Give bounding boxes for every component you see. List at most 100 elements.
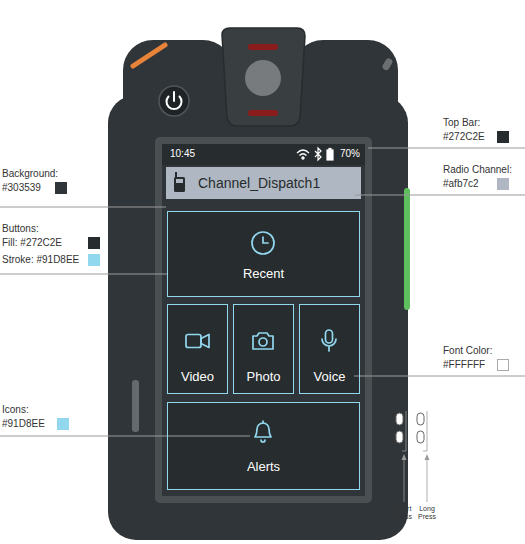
camera-lens: [245, 60, 281, 96]
clock-icon: [252, 232, 274, 254]
button-label: Recent: [168, 267, 359, 282]
status-icon: [297, 148, 333, 160]
menu-button: Photo: [233, 304, 294, 394]
menu-button: Alerts: [167, 402, 360, 490]
video-icon: [186, 335, 201, 348]
bracket: [402, 411, 427, 451]
press-label: Long Press: [416, 505, 438, 522]
callout-label: Fill: #272C2E: [2, 237, 62, 249]
press-key: [417, 413, 424, 425]
clock-time: 10:45: [170, 148, 195, 160]
button-icon: [186, 232, 336, 442]
press-arrow: [425, 454, 430, 460]
press-indicator: [396, 411, 430, 502]
color-swatch: [498, 360, 509, 371]
callout-label: #303539: [2, 182, 41, 194]
button-label: Alerts: [168, 460, 359, 475]
camera-icon: [259, 338, 267, 346]
color-swatch: [497, 131, 509, 143]
callout-label: Background:: [2, 168, 58, 180]
callout-label: Stroke: #91D8EE: [2, 254, 79, 266]
color-swatch: [497, 178, 509, 190]
top-bar: 10:45 70%: [162, 144, 365, 165]
color-swatch: [57, 418, 69, 430]
color-swatch: [55, 131, 509, 430]
press-label: Short Press: [391, 505, 415, 522]
menu-button-fill: [299, 304, 360, 394]
menu-button-fill: [233, 304, 294, 394]
battery-level: 70%: [340, 148, 360, 160]
leader-line: [0, 436, 250, 437]
callout-label: #afb7c2: [443, 178, 479, 190]
press-arrow: [402, 454, 407, 460]
callout-label: Top Bar:: [443, 117, 480, 129]
radio-icon: [176, 179, 183, 183]
menu-button: Recent: [167, 211, 360, 297]
callout-label: Font Color:: [443, 345, 492, 357]
channel-name: Channel_Dispatch1: [198, 175, 320, 191]
menu-button-fill: [167, 211, 360, 297]
power-button: [159, 86, 189, 116]
screen-background: [162, 144, 365, 496]
menu-button: Video: [167, 304, 228, 394]
wifi-icon: [302, 157, 304, 159]
press-key: [396, 413, 403, 425]
wifi-icon: [297, 150, 309, 153]
callout-label: Radio Channel:: [443, 164, 512, 176]
bell-icon: [261, 421, 265, 442]
menu-button-fill: [167, 402, 360, 490]
menu-button-fill: [167, 304, 228, 394]
press-key: [396, 431, 403, 443]
color-swatch: [55, 182, 67, 194]
leader-line: [355, 195, 525, 196]
antenna-knob: [381, 57, 393, 71]
bell-icon: [255, 423, 271, 437]
menu-button: Voice: [299, 304, 360, 394]
screen-frame: [155, 137, 372, 503]
callout-label: #91D8EE: [2, 418, 45, 430]
wifi-icon: [300, 154, 307, 156]
button-label: Voice: [300, 370, 359, 385]
radio-channel-bar-fill: [166, 167, 361, 199]
battery-icon: [327, 150, 333, 160]
color-swatch: [88, 254, 100, 266]
video-icon: [201, 335, 209, 348]
callout-label: #FFFFFF: [443, 359, 485, 371]
leader-line: [368, 148, 525, 149]
bluetooth-icon: [315, 148, 321, 160]
leader-line: [0, 274, 167, 275]
side-button: [132, 380, 139, 432]
top-bar-fill: [162, 144, 365, 165]
button-label: Video: [168, 370, 227, 385]
radio-channel-bar: Channel_Dispatch1: [166, 167, 361, 199]
battery-icon: [329, 149, 331, 151]
leader-line: [354, 376, 525, 377]
orange-button: [133, 45, 165, 66]
device-body: [108, 95, 408, 540]
leader-line: [0, 207, 166, 208]
radio-icon: [174, 172, 185, 192]
press-key: [417, 431, 424, 443]
callout-label: Buttons:: [2, 223, 39, 235]
color-swatch: [88, 237, 100, 249]
device-housing: [108, 28, 410, 540]
mic-icon: [326, 330, 333, 343]
clock-icon: [263, 237, 268, 243]
node-fill: [162, 144, 365, 490]
camera-module: [222, 28, 305, 126]
camera-icon: [253, 333, 273, 349]
leader-line: [0, 148, 525, 436]
camera-led: [248, 44, 278, 50]
mic-icon: [322, 339, 336, 351]
callout-label: #272C2E: [443, 131, 485, 143]
callout-label: Icons:: [2, 404, 29, 416]
screen: [155, 137, 372, 503]
green-side-strip: [404, 188, 410, 310]
camera-led: [248, 110, 278, 116]
press-arrow: [404, 458, 405, 502]
power-icon: [173, 92, 175, 101]
radio-icon: [174, 177, 185, 192]
